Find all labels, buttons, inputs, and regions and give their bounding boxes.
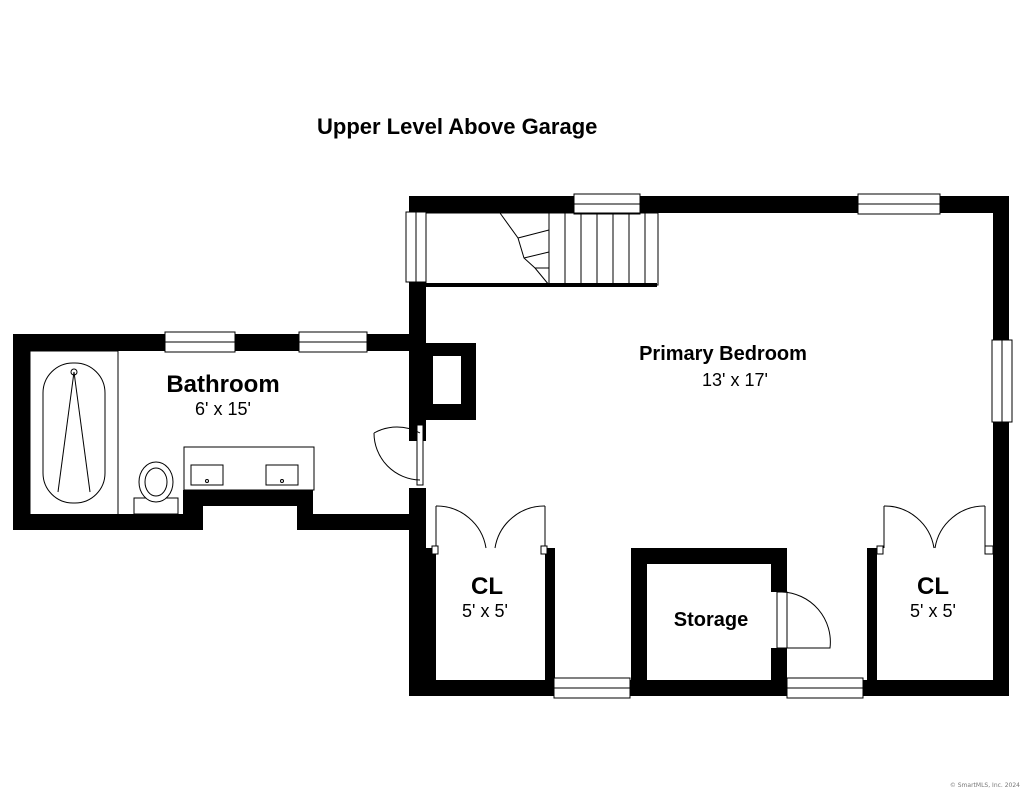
closet-door-left <box>435 505 487 549</box>
windows <box>164 193 1013 699</box>
room-size-closet-right: 5' x 5' <box>910 601 956 621</box>
closet-door-right <box>883 505 935 549</box>
plan-title: Upper Level Above Garage <box>317 114 597 139</box>
vanity-double-sink <box>183 446 315 491</box>
room-size-bathroom: 6' x 15' <box>195 399 251 419</box>
staircase <box>425 212 659 286</box>
room-label-closet-right: CL <box>917 573 949 600</box>
room-size-primary-bedroom: 13' x 17' <box>702 370 768 390</box>
room-label-primary-bedroom: Primary Bedroom <box>639 343 807 365</box>
bathroom-door <box>416 424 424 486</box>
walls <box>13 196 1009 696</box>
room-label-closet-left: CL <box>471 573 503 600</box>
toilet <box>133 461 179 515</box>
room-label-bathroom: Bathroom <box>166 371 279 398</box>
copyright-notice: © SmartMLS, Inc. 2024 <box>950 782 1020 789</box>
storage-door <box>776 591 788 649</box>
bathtub <box>29 350 119 516</box>
room-size-closet-left: 5' x 5' <box>462 601 508 621</box>
doors <box>373 424 994 649</box>
room-label-storage: Storage <box>674 609 748 631</box>
